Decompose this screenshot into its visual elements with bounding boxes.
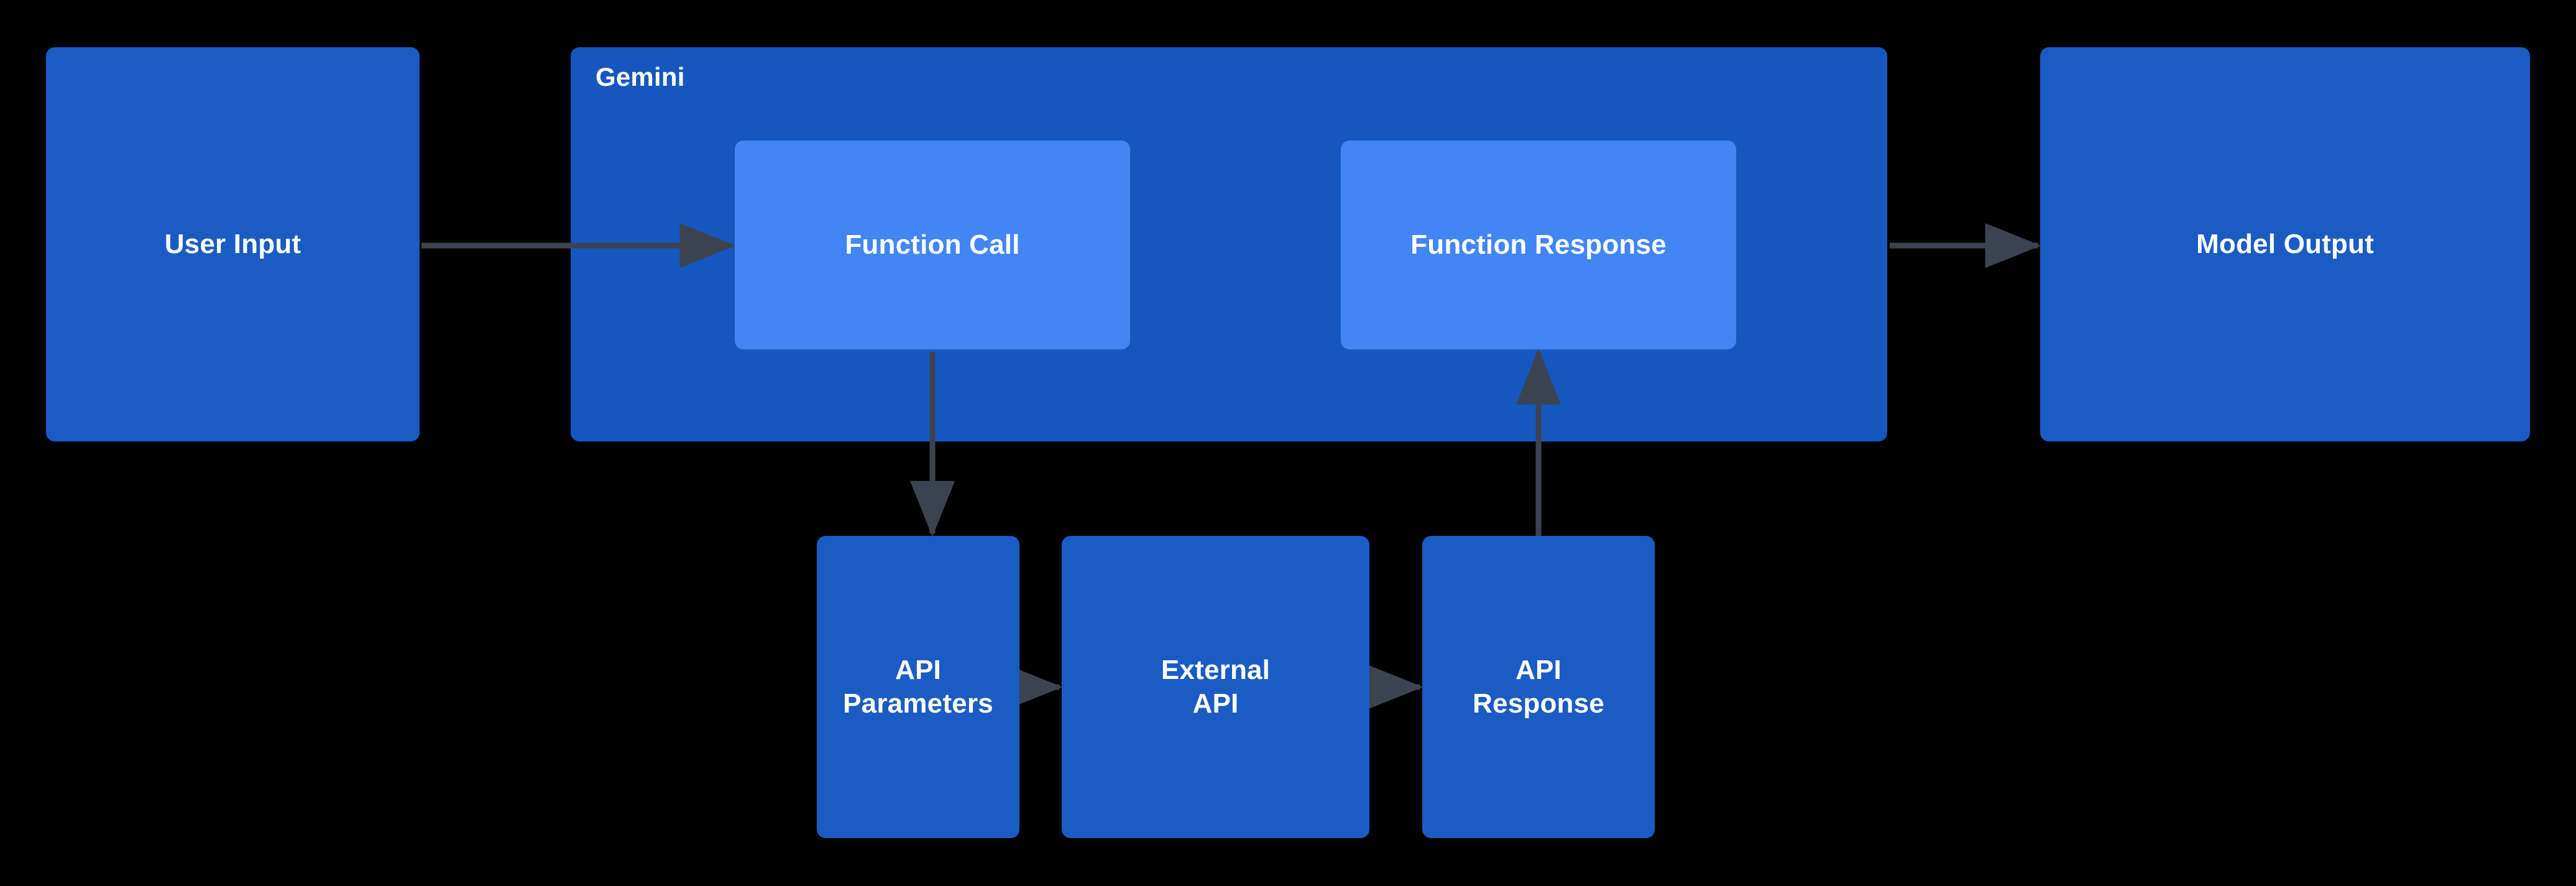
node-external-api[interactable]: External API [1062,536,1369,838]
node-external-api-label: External API [1161,655,1271,719]
node-user-input[interactable]: User Input [46,47,420,441]
node-api-parameters-label: API Parameters [843,655,993,719]
node-function-call-label: Function Call [845,229,1020,261]
node-function-response-label: Function Response [1410,229,1667,261]
node-function-response[interactable]: Function Response [1341,141,1736,349]
node-user-input-label: User Input [164,229,301,260]
node-model-output-label: Model Output [2196,229,2374,260]
node-model-output[interactable]: Model Output [2040,47,2530,441]
gemini-group-label: Gemini [596,62,685,91]
node-api-response-label: API Response [1473,655,1604,719]
node-function-call[interactable]: Function Call [735,141,1130,349]
node-api-response[interactable]: API Response [1422,536,1655,838]
node-api-parameters[interactable]: API Parameters [817,536,1019,838]
